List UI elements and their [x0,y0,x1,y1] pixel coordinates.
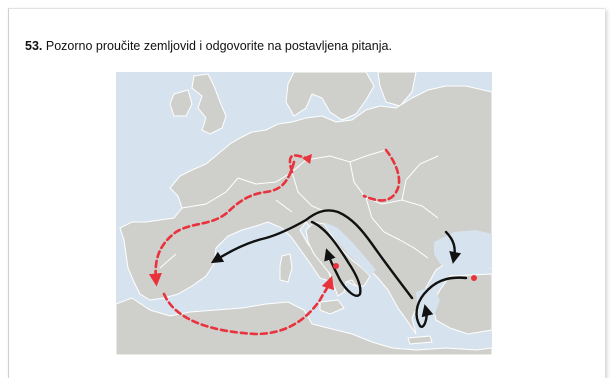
red-route-north [362,148,401,202]
black-sea [434,230,492,272]
red-route-africa [162,275,335,336]
black-route-greece [415,276,468,328]
origin-dot-anatolia [471,275,477,281]
map-figure [116,72,492,355]
black-route-italy [310,220,362,297]
adriatic-sea [324,222,376,276]
question-number: 53. [25,39,43,53]
land-italy [305,221,371,297]
land-anatolia [431,273,492,335]
country-borders [159,149,439,269]
origin-dot-italy [333,263,339,269]
red-arrowhead-top [302,154,312,164]
red-routes [156,148,401,336]
question-text: Pozorno proučite zemljovid i odgovorite … [45,39,392,53]
land-sicily [319,299,345,315]
land-ireland [169,89,193,117]
black-routes [210,209,468,328]
question-heading: 53. Pozorno proučite zemljovid i odgovor… [25,39,392,53]
land-great-britain [191,73,227,135]
black-route-blacksea [444,230,462,264]
land-sardinia [279,253,293,283]
black-route-west [210,209,414,300]
land-scandinavia [285,72,375,121]
map-svg [116,72,492,355]
land-crete [407,335,433,345]
red-route-west [156,154,308,280]
